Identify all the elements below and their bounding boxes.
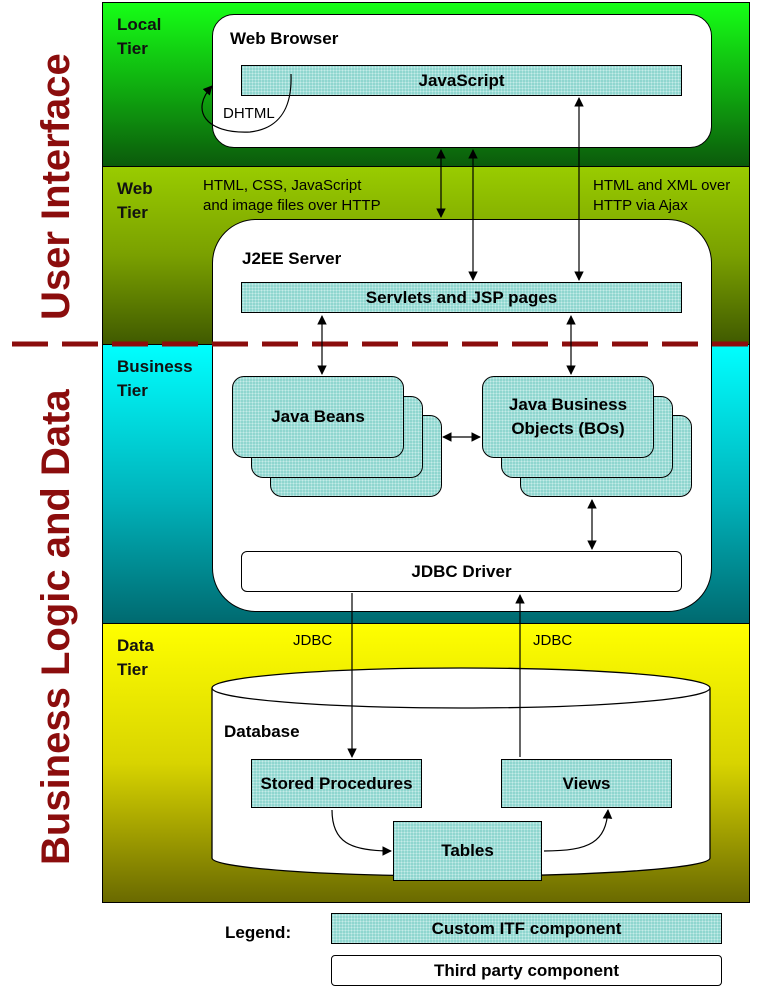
local-tier-label: Local Tier (117, 15, 162, 58)
views-component: Views (501, 759, 672, 808)
business-logic-label: Business Logic and Data (34, 389, 78, 865)
dhtml-loop-arrow (201, 73, 292, 133)
legend-label: Legend: (225, 923, 292, 942)
jdbc-label-right: JDBC (533, 632, 573, 649)
user-interface-label: User Interface (34, 53, 78, 320)
jdbc-driver-component: JDBC Driver (241, 551, 682, 592)
database-title: Database (224, 722, 300, 741)
stored-procedures-component: Stored Procedures (251, 759, 422, 808)
web-tier-label: Web Tier (117, 179, 153, 222)
jdbc-label-left: JDBC (293, 632, 333, 649)
servlets-component: Servlets and JSP pages (241, 282, 682, 313)
legend-third-party-component: Third party component (331, 955, 722, 986)
j2ee-server-title: J2EE Server (242, 249, 342, 268)
business-objects-component: Java Business Objects (BOs) (482, 376, 654, 458)
web-browser-title: Web Browser (230, 29, 339, 48)
java-beans-component: Java Beans (232, 376, 404, 458)
dhtml-label: DHTML (223, 105, 275, 122)
web-note-right: HTML and XML over HTTP via Ajax (593, 177, 731, 214)
arrow-tables-views (543, 809, 613, 852)
legend-custom-component: Custom ITF component (331, 913, 722, 944)
tables-component: Tables (393, 821, 542, 881)
business-tier-label: Business Tier (117, 357, 193, 400)
javascript-component: JavaScript (241, 65, 682, 96)
data-tier-label: Data Tier (117, 636, 154, 679)
arrow-procedures-tables (331, 809, 392, 856)
web-note-left: HTML, CSS, JavaScript and image files ov… (203, 177, 381, 214)
